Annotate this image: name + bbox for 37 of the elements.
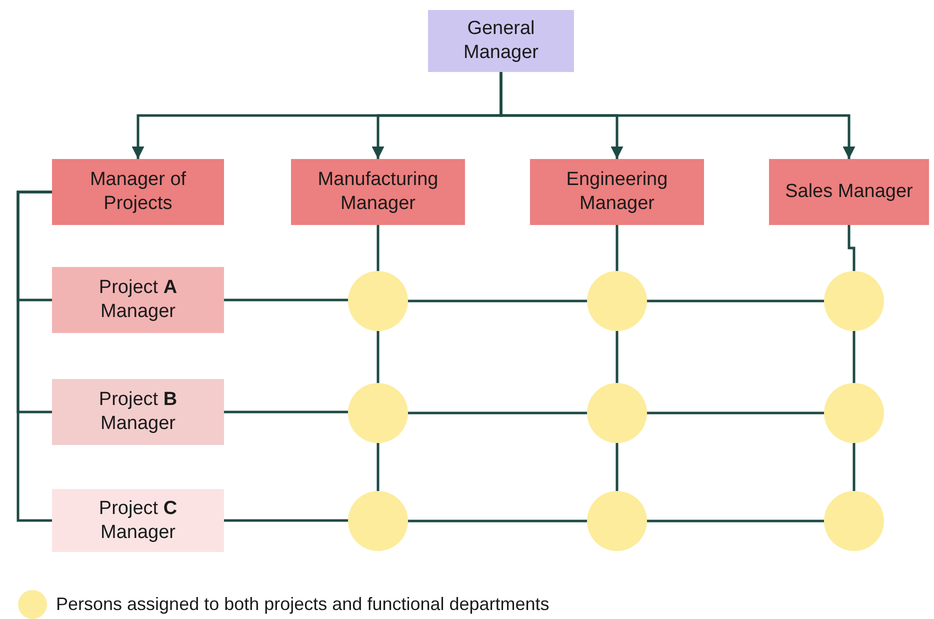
connector-line [224, 298, 348, 302]
connector-line [224, 410, 348, 414]
manager-box [52, 159, 224, 225]
connector-line [408, 300, 587, 302]
connector-line [376, 331, 380, 383]
connector-line [647, 300, 824, 302]
manager-box [291, 159, 465, 225]
connector-line [616, 331, 618, 383]
connector-line [616, 225, 618, 271]
project-manager-box [52, 379, 224, 445]
role-label: General Manager [462, 17, 540, 65]
connector-line [408, 412, 587, 414]
connector-line [852, 331, 856, 383]
connector-line [848, 225, 856, 271]
manager-box [428, 10, 574, 72]
legend-text: Persons assigned to both projects and functional departments [56, 593, 550, 615]
role-label: Project B Manager [98, 388, 178, 436]
role-label: Engineering Manager [565, 168, 669, 216]
connector-line [647, 412, 824, 414]
connector-line [376, 225, 380, 271]
role-label: Manufacturing Manager [316, 168, 440, 216]
connector-line [376, 443, 380, 491]
role-label: Project C Manager [98, 496, 178, 544]
project-manager-box [52, 489, 224, 552]
connector-line [616, 443, 618, 491]
role-label: Project A Manager [98, 276, 178, 324]
manager-box [769, 159, 929, 225]
manager-box [530, 159, 704, 225]
connector-line [408, 520, 587, 522]
connector-line [647, 520, 824, 522]
arrow [500, 72, 856, 159]
role-label: Manager of Projects [88, 168, 188, 216]
connector-line [852, 443, 856, 491]
connector-line [16, 190, 52, 522]
connector-line [224, 519, 348, 522]
role-label: Sales Manager [784, 180, 914, 204]
project-manager-box [52, 267, 224, 333]
